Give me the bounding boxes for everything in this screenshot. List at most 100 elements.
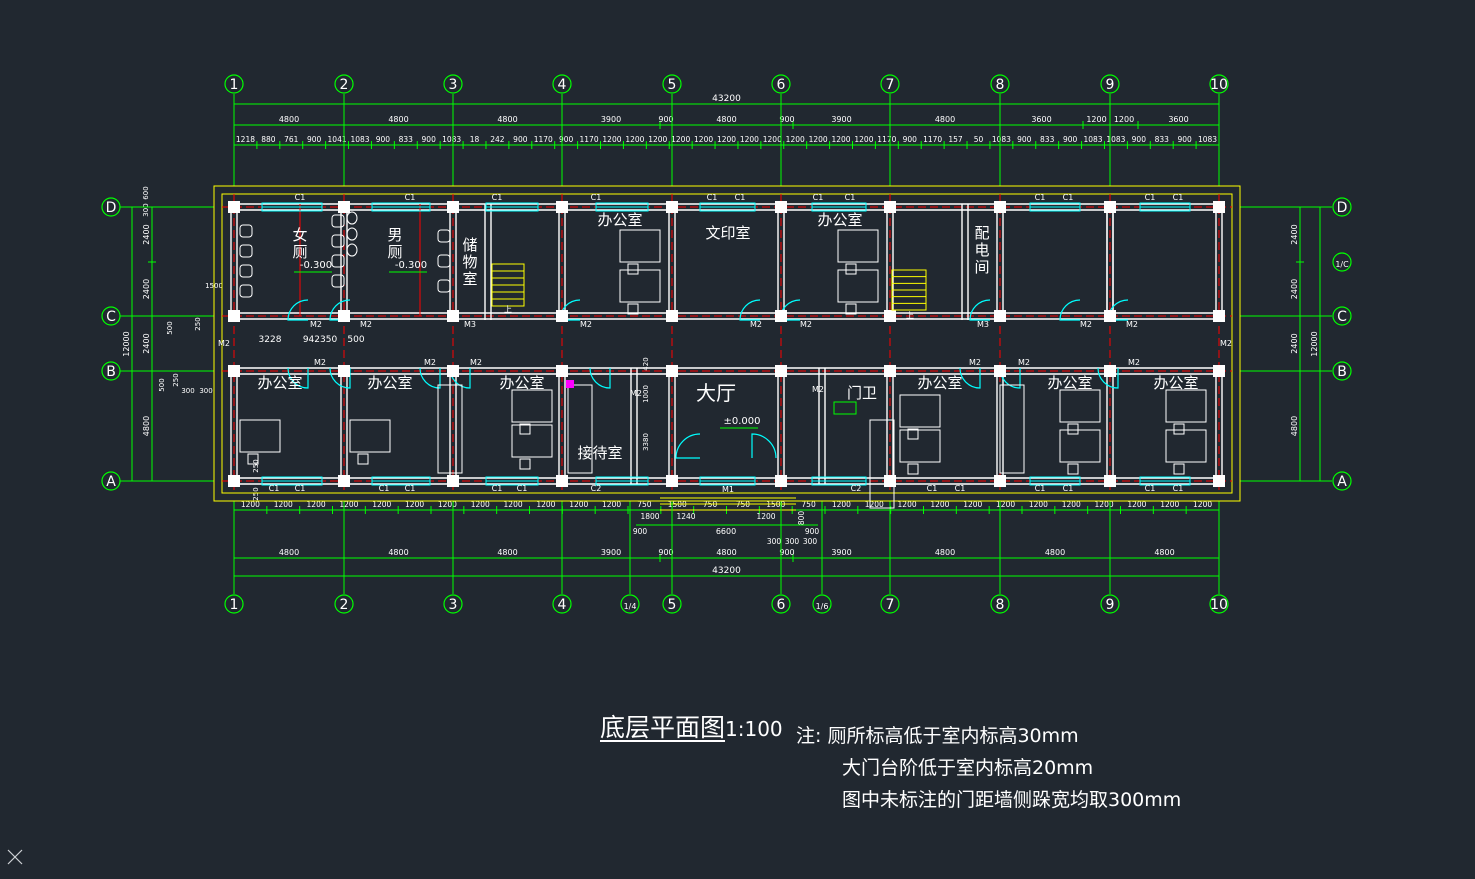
column [556,365,568,377]
interior-dim: 250 [252,459,260,472]
toilet-fixture [239,224,253,238]
detail-top-label: 1218 [236,135,255,144]
grid-bubble-left [101,471,121,491]
chair [247,453,259,465]
grid-bubble-bottom [552,594,572,614]
detail-bottom-label: 1200 [307,500,326,509]
bays-top-label: 3600 [1168,115,1188,124]
interior-dim: 500 [347,335,364,345]
detail-bottom-label: 1200 [569,500,588,509]
left-small: 300 [199,387,212,395]
tag: C1 [813,193,824,202]
urinal [346,211,358,225]
column [775,365,787,377]
door-swing [1059,299,1081,321]
grid-bubble-bottom-label: 2 [340,597,349,613]
tag: C1 [1035,484,1046,493]
entry-label: 900 [633,527,648,536]
toilet-fixture [239,264,253,278]
door-swing [959,367,981,389]
grid-bubble-top-label: 6 [777,77,786,93]
entry-label: 300 [803,537,818,546]
grid-bubble-top [224,74,244,94]
door-swing [1097,367,1119,389]
bays-bottom-label: 4800 [388,548,408,557]
tag: M2 [310,320,322,329]
column [666,201,678,213]
stairs [491,263,927,311]
overall-top-label: 43200 [712,94,741,104]
notes-block: 注: 厕所标高低于室内标高30mm 大门台阶低于室内标高20mm 图中未标注的门… [796,720,1181,816]
column [884,310,896,322]
column [556,310,568,322]
tag: C1 [405,193,416,202]
tag: C1 [955,484,966,493]
bays-top-label: 900 [779,115,794,124]
room-name: 办公室 [817,211,862,229]
grid-bubble-bottom [880,594,900,614]
grid-bubble-secondary-label: 1/6 [816,602,829,611]
tag: M2 [1220,339,1232,348]
bays-top-label: 3900 [601,115,621,124]
detail-bottom-label: 1200 [339,500,358,509]
tag: C1 [1063,193,1074,202]
detail-top-label: 1170 [877,135,896,144]
tag: 上 [906,311,914,320]
detail-top-label: 900 [376,135,391,144]
bays-top-label: 3600 [1031,115,1051,124]
detail-top-label: 761 [284,135,299,144]
tag: C1 [517,484,528,493]
detail-top-label: 900 [559,135,574,144]
door-swing [739,299,761,321]
detail-bottom-label: 750 [637,500,652,509]
interior-dim: 1000 [642,385,650,403]
column [228,475,240,487]
detail-top-label: 1200 [831,135,850,144]
right-parts-label: 2400 [1290,279,1299,299]
bays-top-label: 4800 [388,115,408,124]
desk [1165,429,1207,463]
grid-bubble-bottom [1100,594,1120,614]
chair [1067,423,1079,435]
room-name-char: 厕 [387,243,402,261]
grid-bubble-top [1209,74,1229,94]
grid-bubble-right [1332,471,1352,491]
tag: M2 [750,320,762,329]
detail-bottom-label: 1200 [1160,500,1179,509]
room-elevation: ±0.000 [723,416,760,427]
bays-top-label: 1200 [1086,115,1106,124]
grid-bubble-top-label: 1 [230,77,239,93]
grid-bubble-top [552,74,572,94]
shelf [999,384,1025,474]
bays-bottom-label: 3900 [601,548,621,557]
grid-bubble-top [662,74,682,94]
tag: M2 [1080,320,1092,329]
tag: C1 [1063,484,1074,493]
detail-bottom-label: 1200 [930,500,949,509]
room-name-char: 配 [974,224,989,242]
column [994,365,1006,377]
detail-top-label: 1200 [717,135,736,144]
detail-top-label: 1200 [602,135,621,144]
detail-top-label: 1200 [786,135,805,144]
interior-dim: 3228 [259,335,282,345]
grid-bubble-top-label: 3 [449,77,458,93]
chair [1173,423,1185,435]
toilet-fixture [239,244,253,258]
column [228,201,240,213]
grid-bubble-bottom-label: 10 [1210,597,1228,613]
detail-top-label: 1083 [442,135,461,144]
column [338,201,350,213]
chair [627,303,639,315]
toilet-fixture [239,284,253,298]
detail-top-label: 1200 [648,135,667,144]
room-name-char: 物 [462,253,477,271]
grid-bubble-top-label: 2 [340,77,349,93]
detail-top-label: 1200 [809,135,828,144]
tag: C1 [492,484,503,493]
grid-bubble-left-label: C [106,309,116,325]
detail-bottom-label: 1200 [865,500,884,509]
detail-top-label: 900 [1063,135,1078,144]
chair [1067,463,1079,475]
